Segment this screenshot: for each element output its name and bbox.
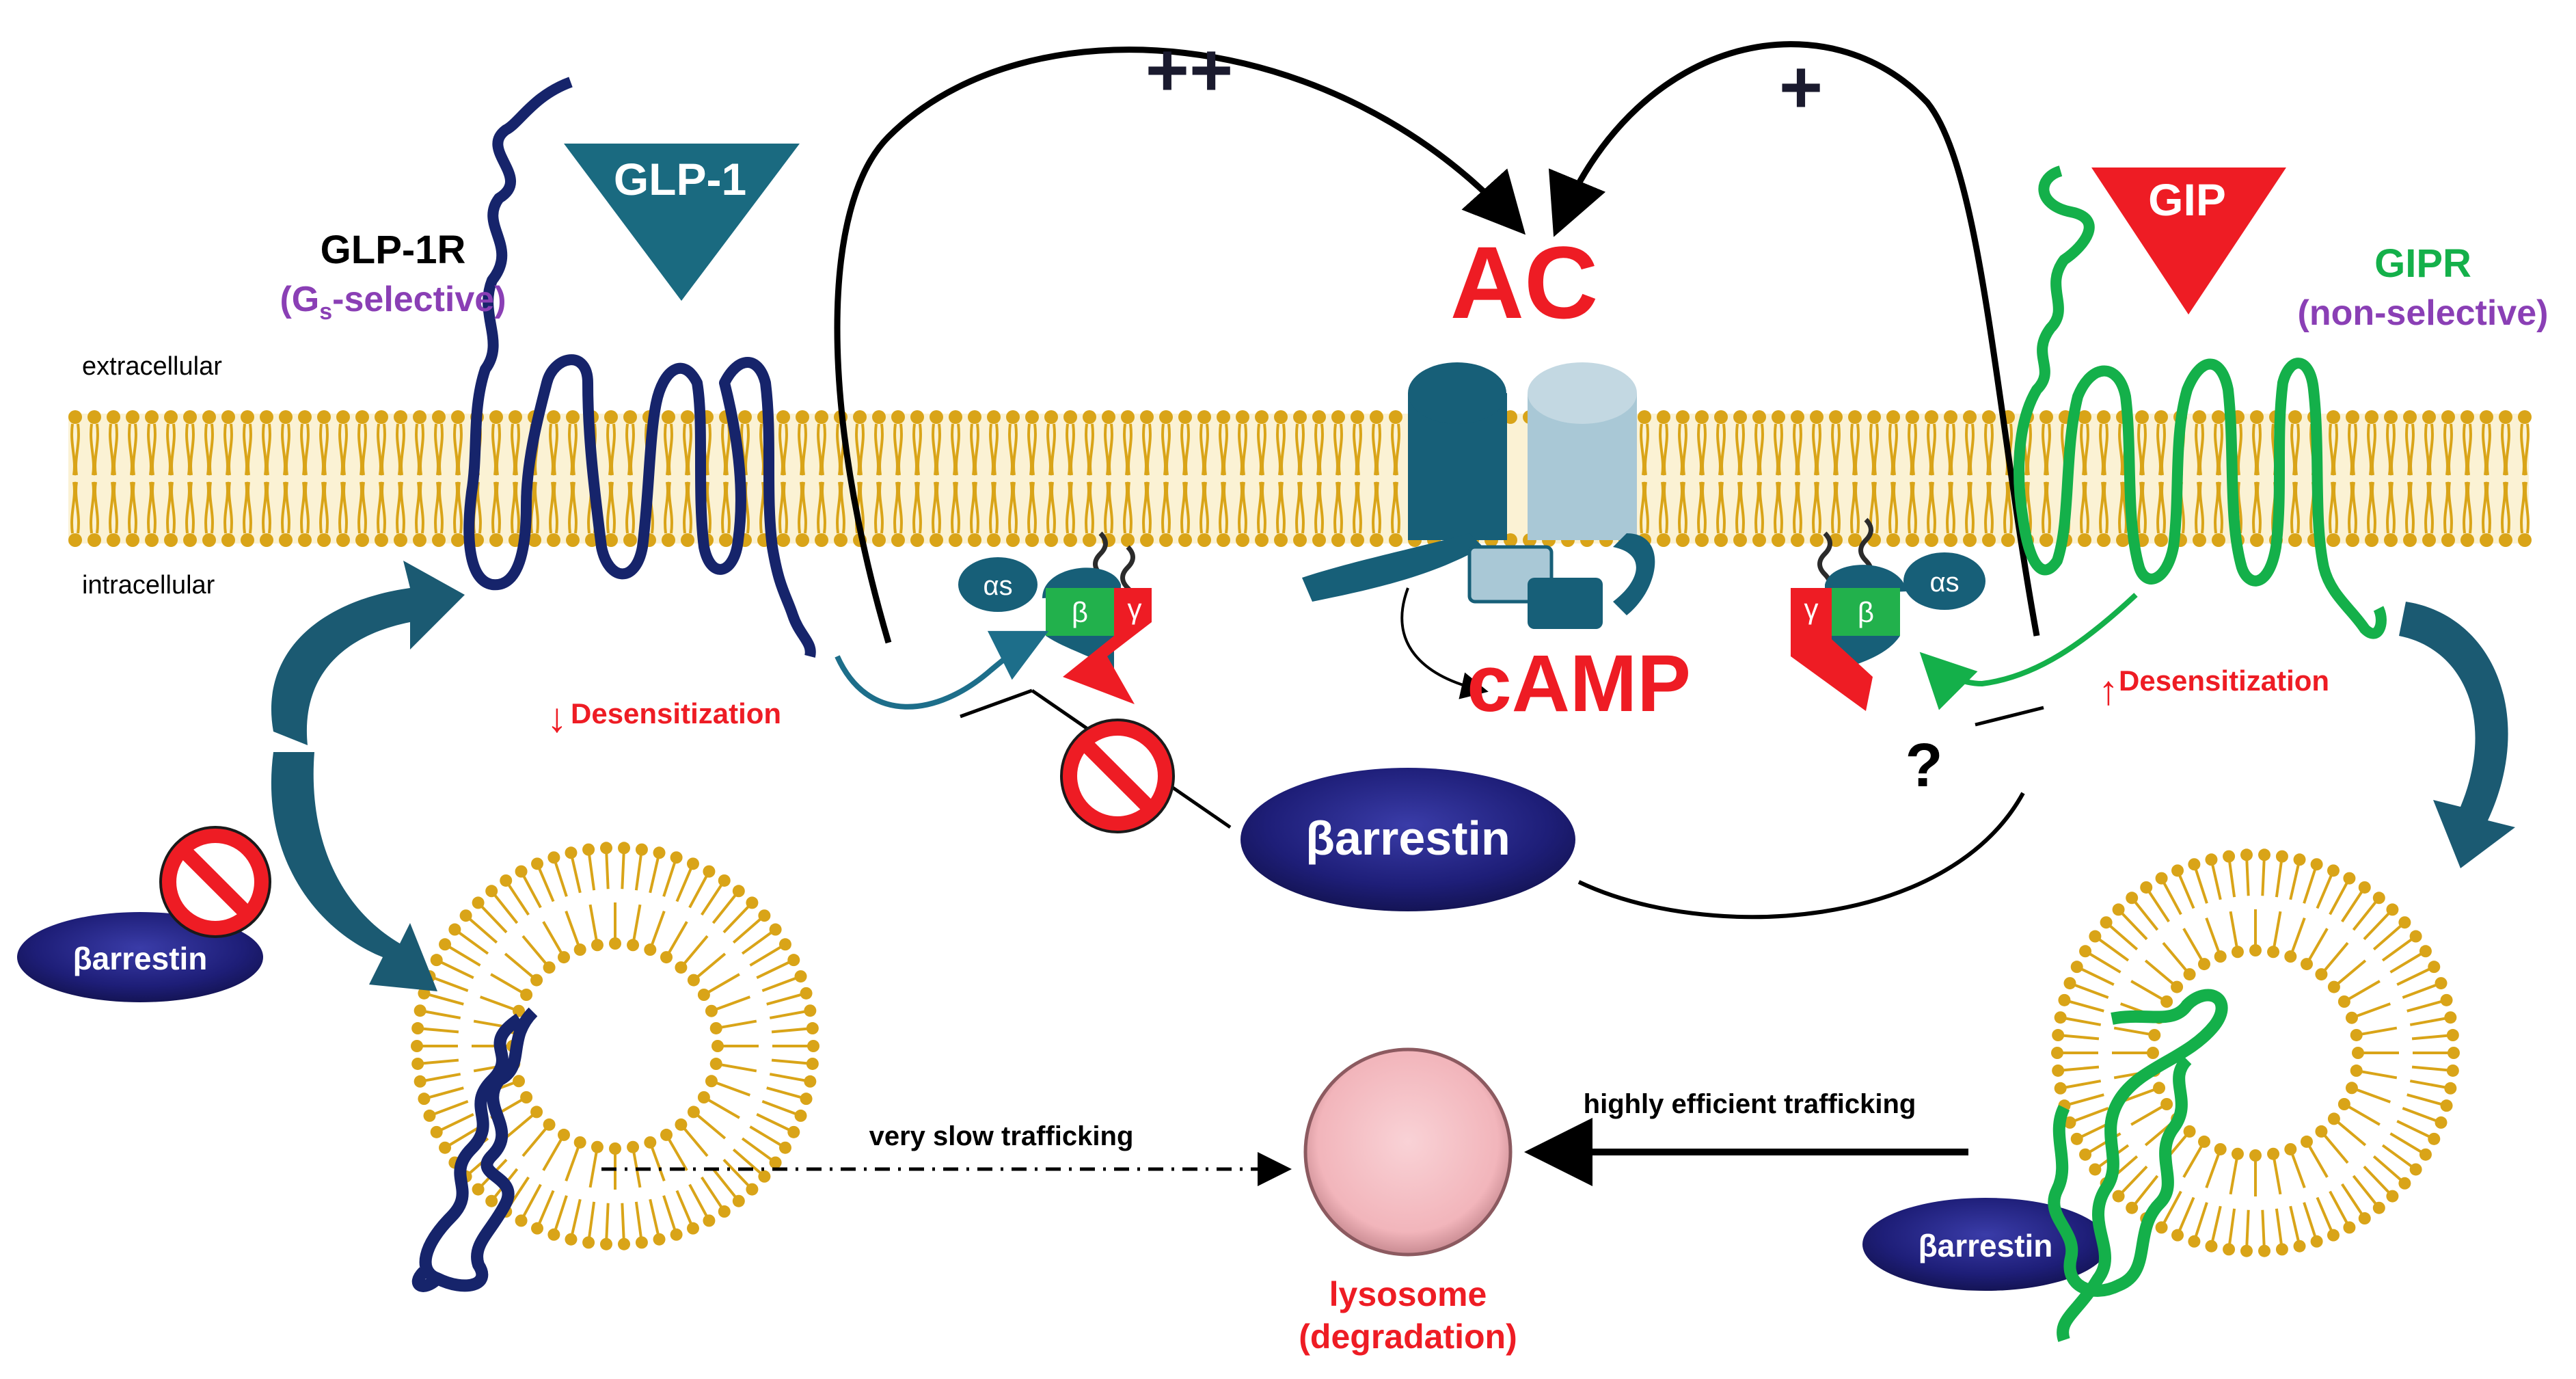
barrestin-center-label: βarrestin bbox=[1305, 812, 1510, 865]
beta-label-left: β bbox=[1072, 596, 1088, 628]
prohibition-sign-center bbox=[1060, 719, 1175, 833]
desensitization-down-arrow: ↓ bbox=[547, 695, 567, 740]
internalization-arrow-right bbox=[2399, 602, 2515, 868]
beta-label-right: β bbox=[1858, 596, 1874, 628]
alpha-s-label-right: αs bbox=[1929, 567, 1959, 598]
alpha-s-label-left: αs bbox=[983, 571, 1012, 601]
question-mark: ? bbox=[1906, 732, 1943, 800]
camp-production-arrow bbox=[1400, 587, 1489, 699]
barrestin-left-label: βarrestin bbox=[73, 941, 208, 976]
camp-label: cAMP bbox=[1467, 639, 1691, 729]
desensitization-label-glp1r: Desensitization bbox=[571, 697, 781, 729]
desensitization-up-arrow: ↑ bbox=[2098, 667, 2119, 713]
barrestin-right bbox=[1862, 1198, 2109, 1291]
gamma-label-left: γ bbox=[1128, 593, 1142, 625]
ac-stimulation-line-glp1r bbox=[834, 46, 1526, 644]
internalization-arrow-left-down bbox=[271, 752, 437, 991]
extracellular-label: extracellular bbox=[82, 352, 222, 381]
gip-ligand-triangle bbox=[2091, 168, 2286, 314]
gipr-label: GIPR bbox=[2374, 241, 2471, 286]
glp1-label: GLP-1 bbox=[614, 154, 746, 204]
glp1r-selectivity-label: (Gs-selective) bbox=[280, 280, 506, 325]
internalized-glp1r bbox=[411, 1007, 538, 1292]
lysosome bbox=[1303, 1047, 1513, 1257]
plus-label: + bbox=[1779, 45, 1823, 129]
endosome-vesicle-right bbox=[2051, 848, 2460, 1257]
internalization-arrow-left bbox=[271, 561, 465, 745]
highly-efficient-trafficking-label: highly efficient trafficking bbox=[1584, 1089, 1916, 1119]
inhibition-bar-left bbox=[960, 688, 1033, 719]
glp1-ligand-triangle bbox=[564, 144, 800, 301]
g-protein-left bbox=[958, 531, 1152, 704]
glp1r-gprotein-activation-arrow bbox=[835, 630, 1049, 710]
desensitization-label-gipr: Desensitization bbox=[2119, 665, 2329, 697]
inhibition-bar-right bbox=[1975, 706, 2044, 727]
intracellular-label: intracellular bbox=[82, 571, 215, 600]
adenylyl-cyclase bbox=[1302, 362, 1655, 629]
degradation-label: (degradation) bbox=[1299, 1317, 1517, 1356]
barrestin-gipr-connector bbox=[1577, 792, 2025, 920]
barrestin-center bbox=[1240, 768, 1575, 911]
prohibition-sign-left bbox=[159, 826, 271, 938]
endosome-vesicle-left bbox=[411, 842, 819, 1250]
plasma-membrane bbox=[68, 410, 2532, 547]
gipr-receptor bbox=[2014, 165, 2387, 639]
gamma-label-right: γ bbox=[1804, 593, 1819, 625]
barrestin-right-label: βarrestin bbox=[1919, 1228, 2053, 1263]
lysosome-label: lysosome bbox=[1329, 1275, 1487, 1313]
glp1r-label: GLP-1R bbox=[321, 228, 466, 272]
ac-stimulation-line-gipr bbox=[1549, 41, 2040, 637]
ac-label: AC bbox=[1450, 225, 1599, 340]
glp1r-receptor bbox=[463, 77, 816, 658]
plus-plus-label: ++ bbox=[1145, 28, 1233, 112]
very-slow-trafficking-label: very slow trafficking bbox=[869, 1121, 1134, 1151]
gipr-selectivity-label: (non-selective) bbox=[2298, 293, 2549, 333]
g-protein-right bbox=[1791, 518, 1985, 711]
internalized-gipr bbox=[2048, 989, 2228, 1342]
gip-label: GIP bbox=[2148, 174, 2226, 225]
gipr-gprotein-activation-arrow bbox=[1919, 593, 2138, 710]
